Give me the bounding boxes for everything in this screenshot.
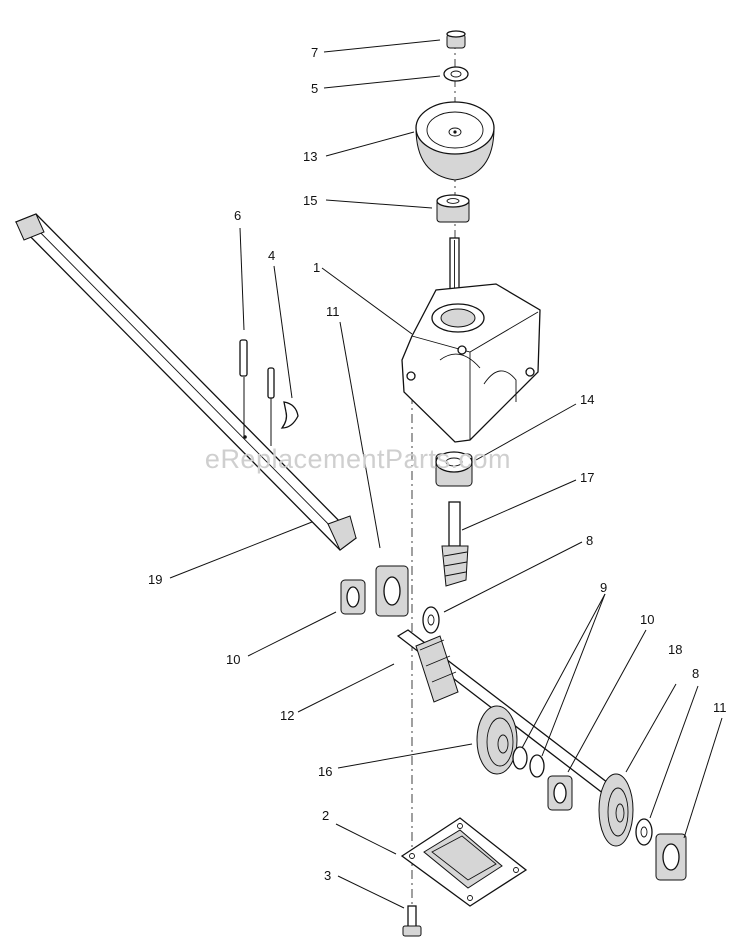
- part-18-gear: [598, 773, 634, 847]
- callout-labels: 7 5 13 15 1 6 4 11 14 17 8 19 10 12 16 9…: [148, 45, 727, 883]
- part-15-spacer: [436, 194, 470, 223]
- part-8-washer-lower: [635, 818, 653, 846]
- part-7-nut: [446, 30, 466, 49]
- part-13-pulley: [415, 101, 495, 181]
- callout-11-lower: 11: [713, 700, 727, 715]
- callout-17: 17: [580, 470, 594, 485]
- leader-lines: [169, 39, 723, 909]
- part-11-bushing-left: [375, 565, 409, 617]
- part-2-cover: [400, 817, 528, 907]
- callout-8-lower: 8: [692, 666, 699, 681]
- callout-19: 19: [148, 572, 162, 587]
- callout-4: 4: [268, 248, 275, 263]
- callout-2: 2: [322, 808, 329, 823]
- part-8-washer-upper: [422, 606, 440, 634]
- part-3-bolt: [402, 905, 422, 937]
- callout-13: 13: [303, 149, 317, 164]
- part-4-clip: [267, 367, 299, 446]
- callout-9: 9: [600, 580, 607, 595]
- part-10-bushing-right: [547, 775, 573, 811]
- callout-10-right: 10: [640, 612, 654, 627]
- callout-12: 12: [280, 708, 294, 723]
- part-19-shaft: [14, 213, 357, 551]
- callout-10-left: 10: [226, 652, 240, 667]
- callout-18: 18: [668, 642, 682, 657]
- part-9-washers: [512, 746, 545, 778]
- callout-15: 15: [303, 193, 317, 208]
- callout-3: 3: [324, 868, 331, 883]
- part-16-gear: [476, 705, 518, 775]
- part-6-pin: [239, 339, 248, 437]
- callout-7: 7: [311, 45, 318, 60]
- part-14-bearing: [435, 451, 473, 487]
- part-10-bushing-left: [340, 579, 366, 615]
- callout-16: 16: [318, 764, 332, 779]
- callout-11-upper: 11: [326, 304, 340, 319]
- callout-6: 6: [234, 208, 241, 223]
- part-1-gear-housing: [401, 237, 541, 443]
- part-5-washer: [443, 66, 469, 82]
- part-17-worm-shaft: [441, 501, 469, 587]
- part-11-bushing-right: [655, 833, 687, 881]
- callout-5: 5: [311, 81, 318, 96]
- callout-14: 14: [580, 392, 594, 407]
- callout-8-upper: 8: [586, 533, 593, 548]
- callout-1: 1: [313, 260, 320, 275]
- watermark: eReplacementParts.com: [205, 444, 511, 474]
